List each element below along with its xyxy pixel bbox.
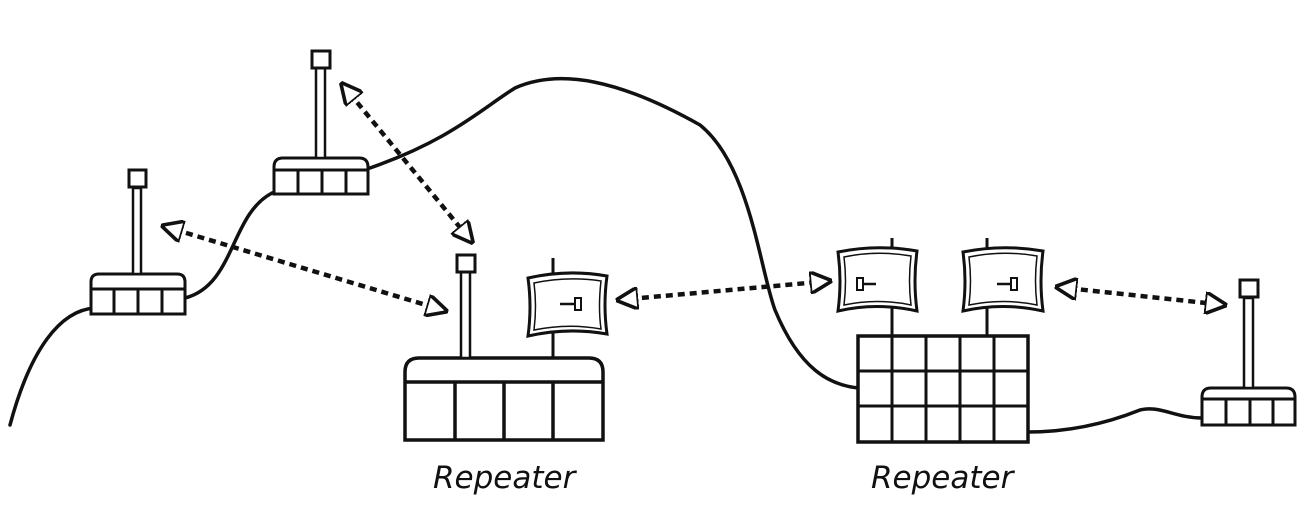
link-arrow-icon: [618, 281, 830, 300]
terrain-right-slope: [1026, 407, 1204, 434]
link-arrow-icon: [1057, 287, 1225, 305]
panel-antenna-icon: [961, 238, 1045, 336]
link-arrow-icon: [342, 84, 472, 242]
omni-antenna-icon: [1238, 278, 1260, 390]
repeater-left-building: [403, 253, 609, 442]
repeater-label-right: Repeater: [871, 460, 1014, 496]
omni-antenna-icon: [310, 49, 332, 160]
wireless-links: [163, 84, 1225, 311]
panel-antenna-icon: [526, 258, 609, 358]
omni-antenna-icon: [455, 253, 477, 360]
omni-antenna-icon: [127, 168, 148, 276]
client-node-house-3: [1200, 278, 1297, 427]
repeater-label-left: Repeater: [433, 460, 576, 496]
client-node-house-2: [272, 49, 370, 196]
client-node-house-1: [89, 168, 187, 316]
link-arrow-icon: [163, 226, 446, 311]
panel-antenna-icon: [836, 238, 919, 336]
repeater-right-building: [836, 238, 1045, 444]
